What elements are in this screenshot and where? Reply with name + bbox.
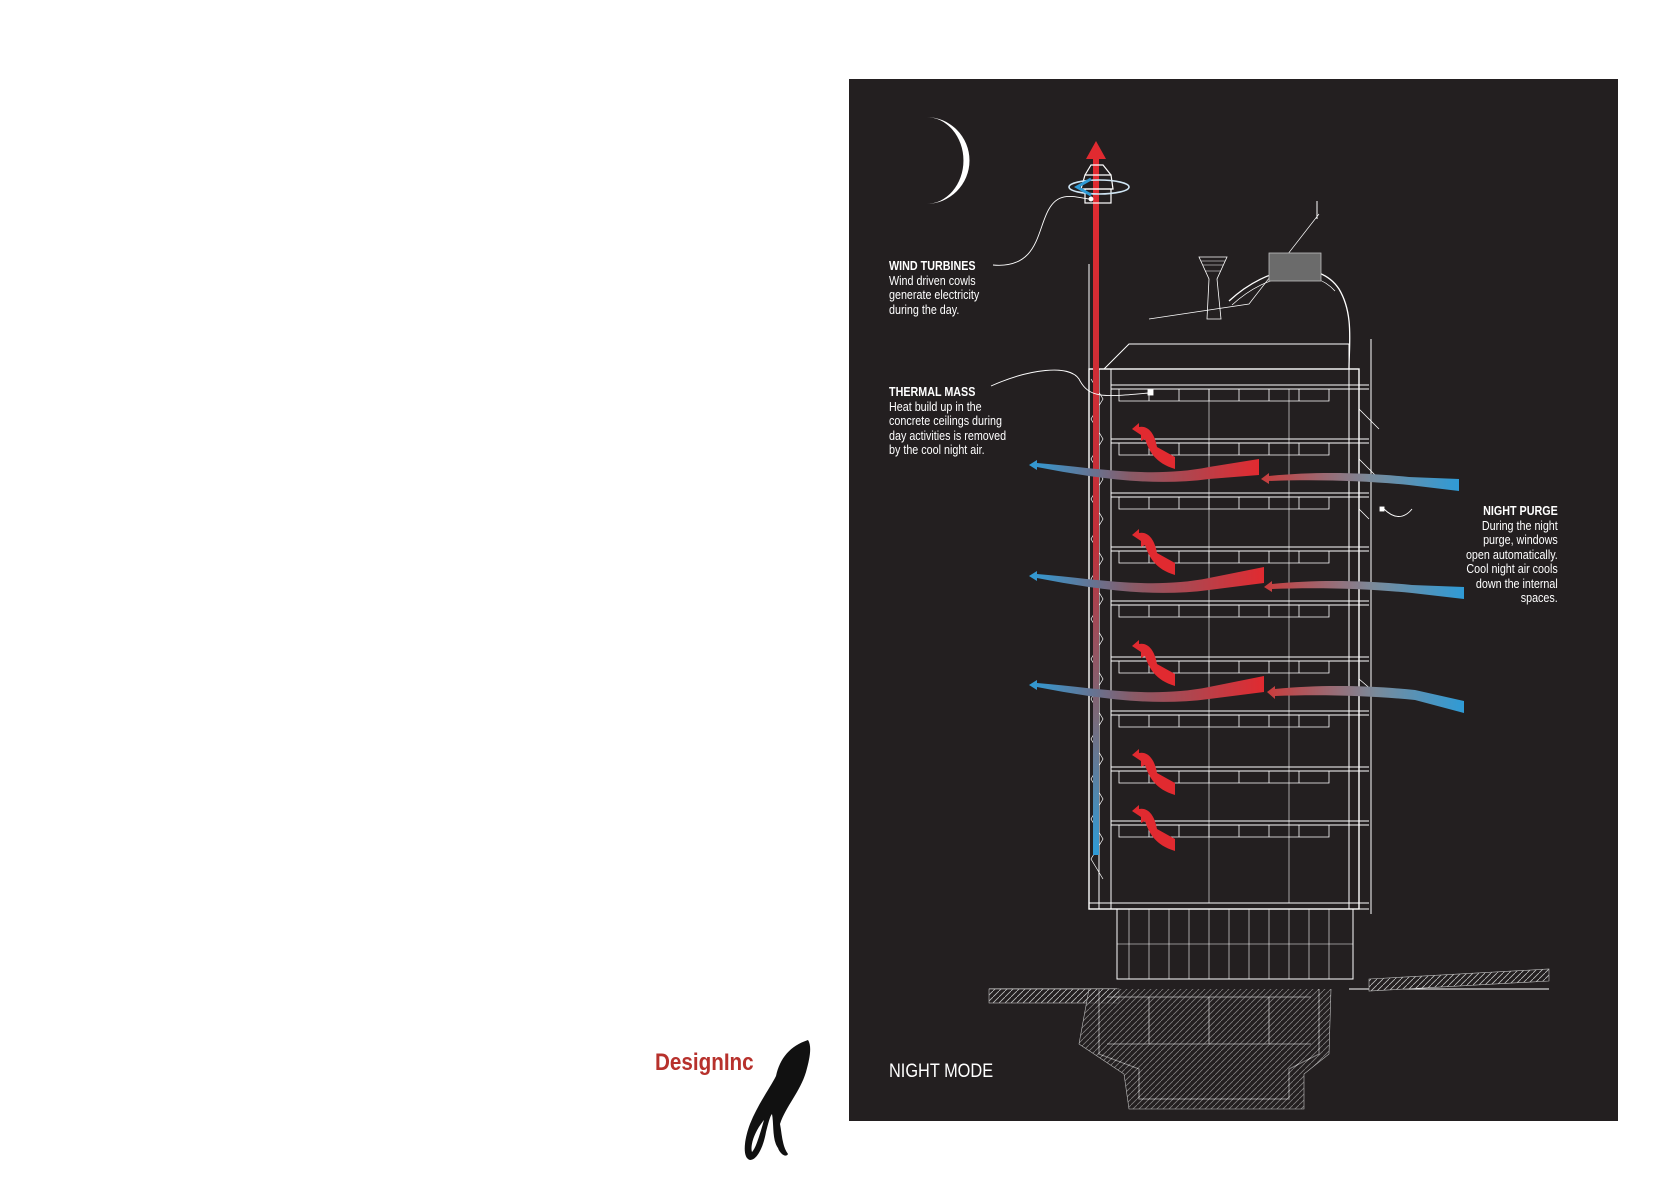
night-purge-text: During the night purge, windows open aut…: [1466, 518, 1558, 606]
night-purge-title: NIGHT PURGE: [1483, 504, 1558, 518]
crescent-moon-icon: [926, 117, 970, 204]
warm-air-arrows: [1132, 423, 1175, 851]
stack-exhaust-arrow: [1086, 141, 1106, 171]
thermal-mass-text: Heat build up in the concrete ceilings d…: [889, 399, 1007, 458]
floor-slabs: [1089, 384, 1369, 910]
thermal-mass-label: THERMAL MASS Heat build up in the concre…: [889, 385, 1006, 458]
roof-dome: [1228, 268, 1351, 370]
designinc-logo-text: DesignInc: [655, 1049, 754, 1076]
leader-lines: [990, 196, 1413, 517]
outflow-arrow-3: [1029, 676, 1264, 702]
outflow-arrow-1: [1029, 459, 1259, 482]
inflow-arrow-3: [1267, 686, 1464, 713]
thermal-mass-title: THERMAL MASS: [889, 385, 976, 399]
wind-turbines-label: WIND TURBINES Wind driven cowls generate…: [889, 259, 979, 317]
inflow-arrow-2: [1264, 581, 1464, 599]
wind-cowl-icon: [1068, 164, 1130, 204]
signature-mark: [744, 1040, 811, 1160]
wind-turbines-text: Wind driven cowls generate electricity d…: [889, 273, 980, 317]
night-purge-label: NIGHT PURGE During the night purge, wind…: [1466, 504, 1558, 606]
stack-shaft: [1086, 141, 1106, 855]
night-purge-airflows: [1029, 459, 1464, 713]
wind-turbines-title: WIND TURBINES: [889, 259, 976, 273]
roof-level: [1103, 343, 1350, 370]
inflow-arrow-1: [1261, 473, 1459, 491]
outflow-arrow-2: [1029, 567, 1264, 593]
building-structure: [988, 201, 1550, 1110]
mode-label: NIGHT MODE: [889, 1061, 994, 1082]
night-mode-panel: WIND TURBINES Wind driven cowls generate…: [849, 79, 1618, 1121]
rooftop-funnel: [1198, 256, 1228, 320]
building-section-diagram: [926, 117, 1550, 1110]
